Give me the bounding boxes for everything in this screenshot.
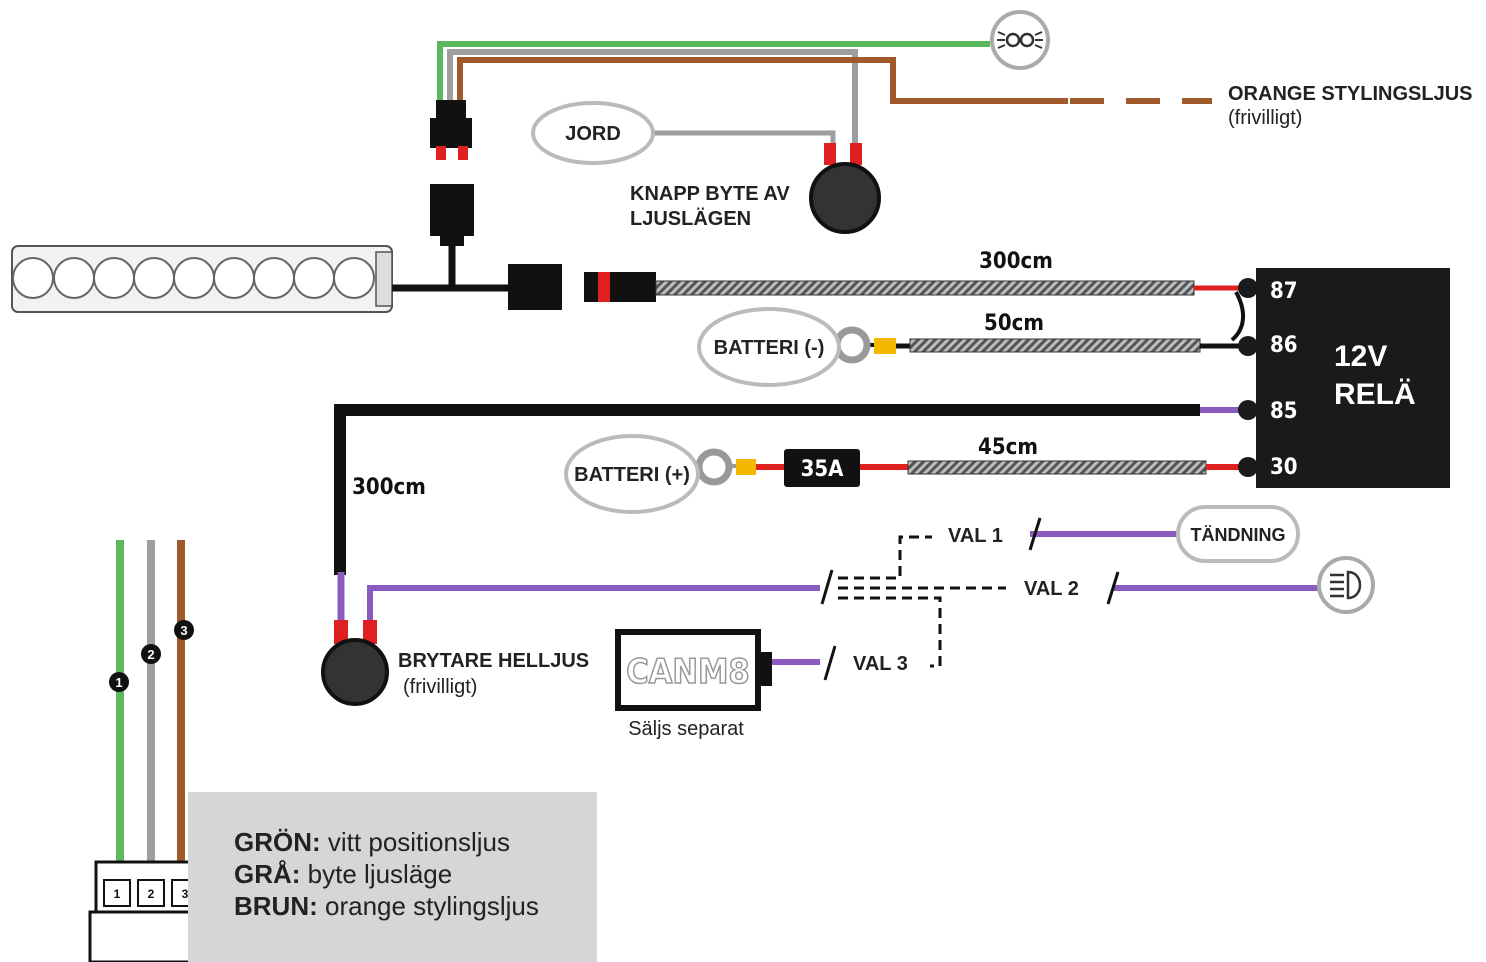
jord-label: JORD (565, 123, 621, 145)
knapp-label-2: LJUSLÄGEN (630, 207, 751, 230)
relay (1238, 268, 1450, 488)
legend-text: orange stylingsljus (325, 891, 539, 921)
sold-separately-label: Säljs separat (628, 718, 744, 740)
wire-number-3: 3 (180, 623, 187, 638)
battery-plus-cable (695, 448, 1248, 487)
light-bar (11, 245, 393, 313)
main-connector-female (584, 272, 656, 302)
batteri-plus-label: BATTERI (+) (574, 464, 690, 486)
length-300-top: 300cm (979, 249, 1053, 274)
mode-switch (809, 143, 881, 234)
length-300-left: 300cm (352, 475, 426, 500)
relay-pin-86: 86 (1270, 333, 1298, 358)
relay-label-1: 12V (1334, 340, 1387, 373)
pin-number-3: 3 (182, 887, 189, 901)
legend-text: vitt positionsljus (327, 827, 510, 857)
legend-item-green: GRÖN: vitt positionsljus (234, 826, 539, 858)
wire-85 (334, 404, 1248, 575)
purple-harness (337, 517, 1318, 681)
fuse-label: 35A (801, 457, 845, 482)
high-beam-icon (1317, 556, 1375, 614)
canm8-label: CANM8 (626, 652, 749, 692)
relay-pin-30: 30 (1270, 455, 1298, 480)
orange-styling-note: (frivilligt) (1228, 107, 1302, 129)
pin-number-1: 1 (114, 887, 121, 901)
legend-item-grey: GRÅ: byte ljusläge (234, 858, 539, 890)
braided-cable-300 (655, 280, 1195, 296)
val2-label: VAL 2 (1024, 578, 1079, 600)
length-45: 45cm (978, 435, 1038, 460)
legend-text: byte ljusläge (307, 859, 453, 889)
brytare-note: (frivilligt) (403, 676, 477, 698)
tandning-label: TÄNDNING (1191, 525, 1286, 545)
high-beam-switch (321, 620, 389, 706)
top-harness (437, 41, 1212, 145)
val3-label: VAL 3 (853, 653, 908, 675)
tandning-pill (1176, 505, 1300, 563)
batteri-minus-label: BATTERI (-) (714, 337, 825, 359)
bar-lead (392, 244, 510, 292)
jumper-87-86 (1230, 291, 1245, 342)
wire-color-legend: GRÖN: vitt positionsljus GRÅ: byte ljusl… (188, 792, 597, 962)
legend-key: BRUN: (234, 891, 318, 921)
orange-styling-label: ORANGE STYLINGSLJUS (1228, 83, 1472, 105)
knapp-label-1: KNAPP BYTE AV (630, 183, 790, 205)
battery-minus-cable (833, 326, 1248, 364)
canm8-module (615, 629, 772, 711)
wire-number-2: 2 (147, 647, 154, 662)
batteri-plus-oval (564, 434, 700, 514)
batteri-minus-oval (697, 307, 841, 387)
top-connector (430, 100, 474, 246)
relay-pin-87: 87 (1270, 279, 1298, 304)
wire-number-1: 1 (115, 675, 122, 690)
brytare-label: BRYTARE HELLJUS (398, 650, 589, 672)
relay-pin-85: 85 (1270, 399, 1298, 424)
position-light-icon (990, 10, 1050, 70)
relay-label-2: RELÄ (1334, 378, 1416, 411)
legend-key: GRÖN: (234, 827, 321, 857)
main-connector-male (508, 264, 562, 310)
jord-oval (531, 101, 655, 165)
val1-label: VAL 1 (948, 525, 1003, 547)
legend-key: GRÅ: (234, 859, 301, 889)
pin-number-2: 2 (148, 887, 155, 901)
length-50: 50cm (984, 311, 1044, 336)
legend-list: GRÖN: vitt positionsljus GRÅ: byte ljusl… (234, 826, 539, 922)
legend-item-brown: BRUN: orange stylingsljus (234, 890, 539, 922)
